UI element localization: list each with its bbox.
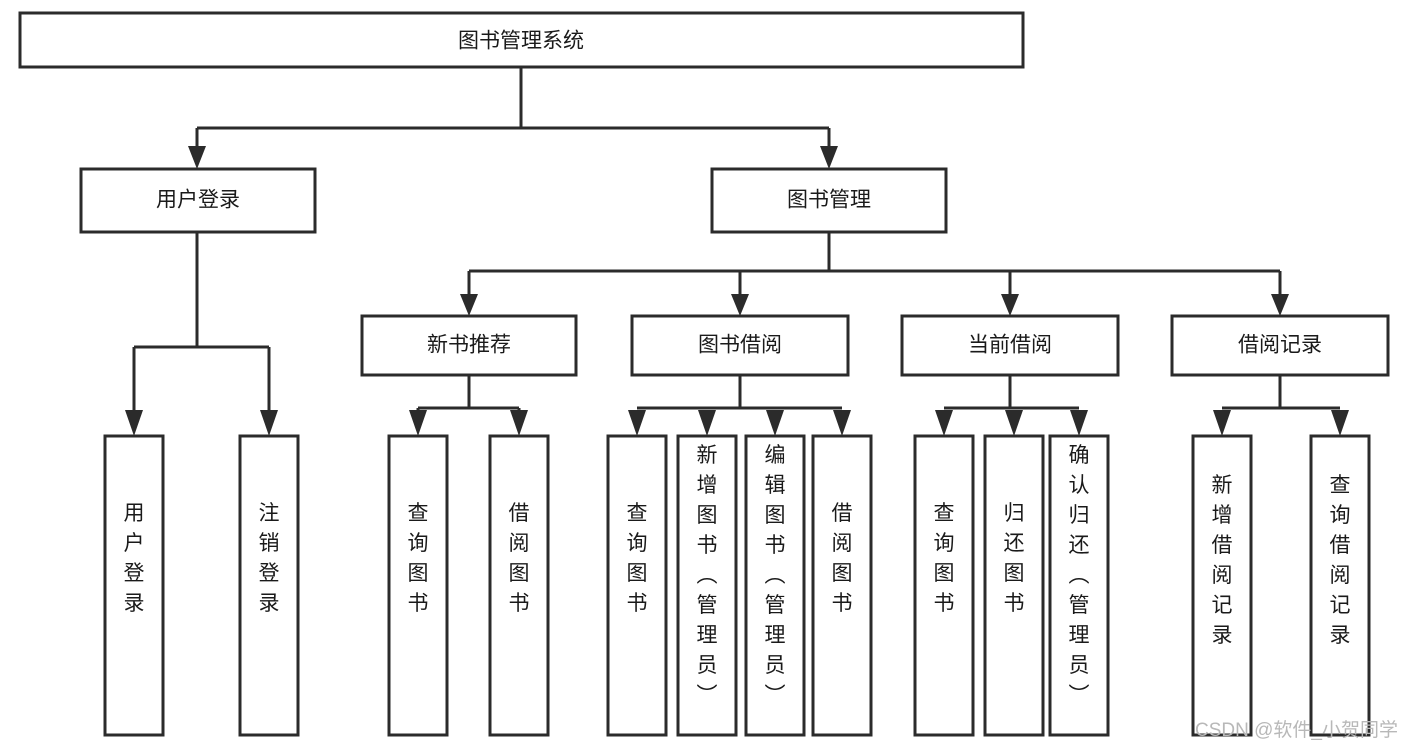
leaf-borrow-record-0[interactable]: 新增借阅记录 [1191,434,1253,737]
leaf-current-borrow-1-box[interactable] [983,434,1045,737]
connector-group-book-borrow [628,375,851,436]
leaf-borrow-record-0-label: 新增借阅记录 [1212,474,1233,647]
arrow-head-user-login [188,146,206,169]
arrow-head-current-borrow-leaf3 [1070,410,1088,436]
node-new-book-recommend-box[interactable] [360,314,578,377]
arrow-head-borrow-record [1271,294,1289,316]
leaf-current-borrow-2[interactable]: 确认归还︵管理员︶ [1048,434,1110,737]
leaf-current-borrow-1-label: 归还图书 [1004,502,1025,615]
arrow-head-new-book [460,294,478,316]
leaf-new-book-1-label: 借阅图书 [509,502,530,615]
connector-group-borrow-record [1213,375,1349,436]
leaf-current-borrow-2-box[interactable] [1048,434,1110,737]
connector-group-root [188,67,838,169]
leaf-user-login-0[interactable]: 用户登录 [103,434,165,737]
node-user-login[interactable]: 用户登录 [79,167,317,234]
node-new-book-recommend[interactable]: 新书推荐 [360,314,578,377]
arrow-head-borrow-record-leaf2 [1331,410,1349,436]
arrow-head-new-book-leaf2 [510,410,528,436]
leaf-new-book-1[interactable]: 借阅图书 [488,434,550,737]
leaf-user-login-0-box[interactable] [103,434,165,737]
node-book-manage[interactable]: 图书管理 [710,167,948,234]
leaf-book-borrow-0-label: 查询图书 [627,502,648,615]
arrow-head-user-login-leaf2 [260,410,278,436]
leaf-current-borrow-2-label: 确认归还︵管理员︶ [1069,444,1090,707]
node-book-borrow[interactable]: 图书借阅 [630,314,850,377]
leaf-current-borrow-0-label: 查询图书 [934,502,955,615]
arrow-head-new-book-leaf1 [409,410,427,436]
node-book-manage-box[interactable] [710,167,948,234]
node-current-borrow[interactable]: 当前借阅 [900,314,1120,377]
arrow-head-current-borrow-leaf1 [935,410,953,436]
node-root-label: 图书管理系统 [458,30,584,53]
leaf-user-login-1-box[interactable] [238,434,300,737]
leaf-new-book-1-box[interactable] [488,434,550,737]
leaf-user-login-1-label: 注销登录 [259,502,280,615]
arrow-head-book-borrow-leaf3 [766,410,784,436]
arrow-head-book-borrow-leaf2 [698,410,716,436]
node-root-box[interactable] [18,11,1025,69]
node-current-borrow-box[interactable] [900,314,1120,377]
arrow-head-book-borrow-leaf1 [628,410,646,436]
connector-group-user-login [125,232,278,436]
arrow-head-book-borrow [731,294,749,316]
leaf-book-borrow-2-box[interactable] [744,434,806,737]
leaf-new-book-0-box[interactable] [387,434,449,737]
leaf-borrow-record-1-label: 查询借阅记录 [1330,474,1351,647]
leaf-user-login-1[interactable]: 注销登录 [238,434,300,737]
leaf-book-borrow-2[interactable]: 编辑图书︵管理员︶ [744,434,806,737]
leaf-borrow-record-0-box[interactable] [1191,434,1253,737]
leaf-book-borrow-0[interactable]: 查询图书 [606,434,668,737]
leaf-book-borrow-3-label: 借阅图书 [832,502,853,615]
node-borrow-record-label: 借阅记录 [1238,334,1322,357]
node-user-login-label: 用户登录 [156,189,240,212]
node-new-book-recommend-label: 新书推荐 [427,334,511,357]
node-book-borrow-label: 图书借阅 [698,334,782,357]
leaf-book-borrow-3-box[interactable] [811,434,873,737]
leaf-new-book-0[interactable]: 查询图书 [387,434,449,737]
connector-group-new-book [409,375,528,436]
arrow-head-borrow-record-leaf1 [1213,410,1231,436]
leaf-book-borrow-2-label: 编辑图书︵管理员︶ [765,444,786,707]
node-book-borrow-box[interactable] [630,314,850,377]
node-root[interactable]: 图书管理系统 [18,11,1025,69]
leaf-user-login-0-label: 用户登录 [124,502,145,615]
leaf-borrow-record-1-box[interactable] [1309,434,1371,737]
leaf-book-borrow-1-box[interactable] [676,434,738,737]
node-current-borrow-label: 当前借阅 [968,334,1052,357]
leaf-new-book-0-label: 查询图书 [408,502,429,615]
arrow-head-book-manage [820,146,838,169]
connector-group-current-borrow [935,375,1088,436]
leaf-current-borrow-1[interactable]: 归还图书 [983,434,1045,737]
node-borrow-record[interactable]: 借阅记录 [1170,314,1390,377]
leaf-book-borrow-1[interactable]: 新增图书︵管理员︶ [676,434,738,737]
node-user-login-box[interactable] [79,167,317,234]
leaf-current-borrow-0-box[interactable] [913,434,975,737]
arrow-head-current-borrow-leaf2 [1005,410,1023,436]
leaf-book-borrow-3[interactable]: 借阅图书 [811,434,873,737]
arrow-head-user-login-leaf1 [125,410,143,436]
leaf-borrow-record-1[interactable]: 查询借阅记录 [1309,434,1371,737]
connector-group-book-manage [460,232,1289,316]
arrow-head-current-borrow [1001,294,1019,316]
leaf-book-borrow-0-box[interactable] [606,434,668,737]
arrow-head-book-borrow-leaf4 [833,410,851,436]
node-book-manage-label: 图书管理 [787,189,871,212]
node-borrow-record-box[interactable] [1170,314,1390,377]
leaf-current-borrow-0[interactable]: 查询图书 [913,434,975,737]
leaf-book-borrow-1-label: 新增图书︵管理员︶ [697,444,718,707]
watermark-label: CSDN @软件_小贺同学 [1195,719,1398,741]
